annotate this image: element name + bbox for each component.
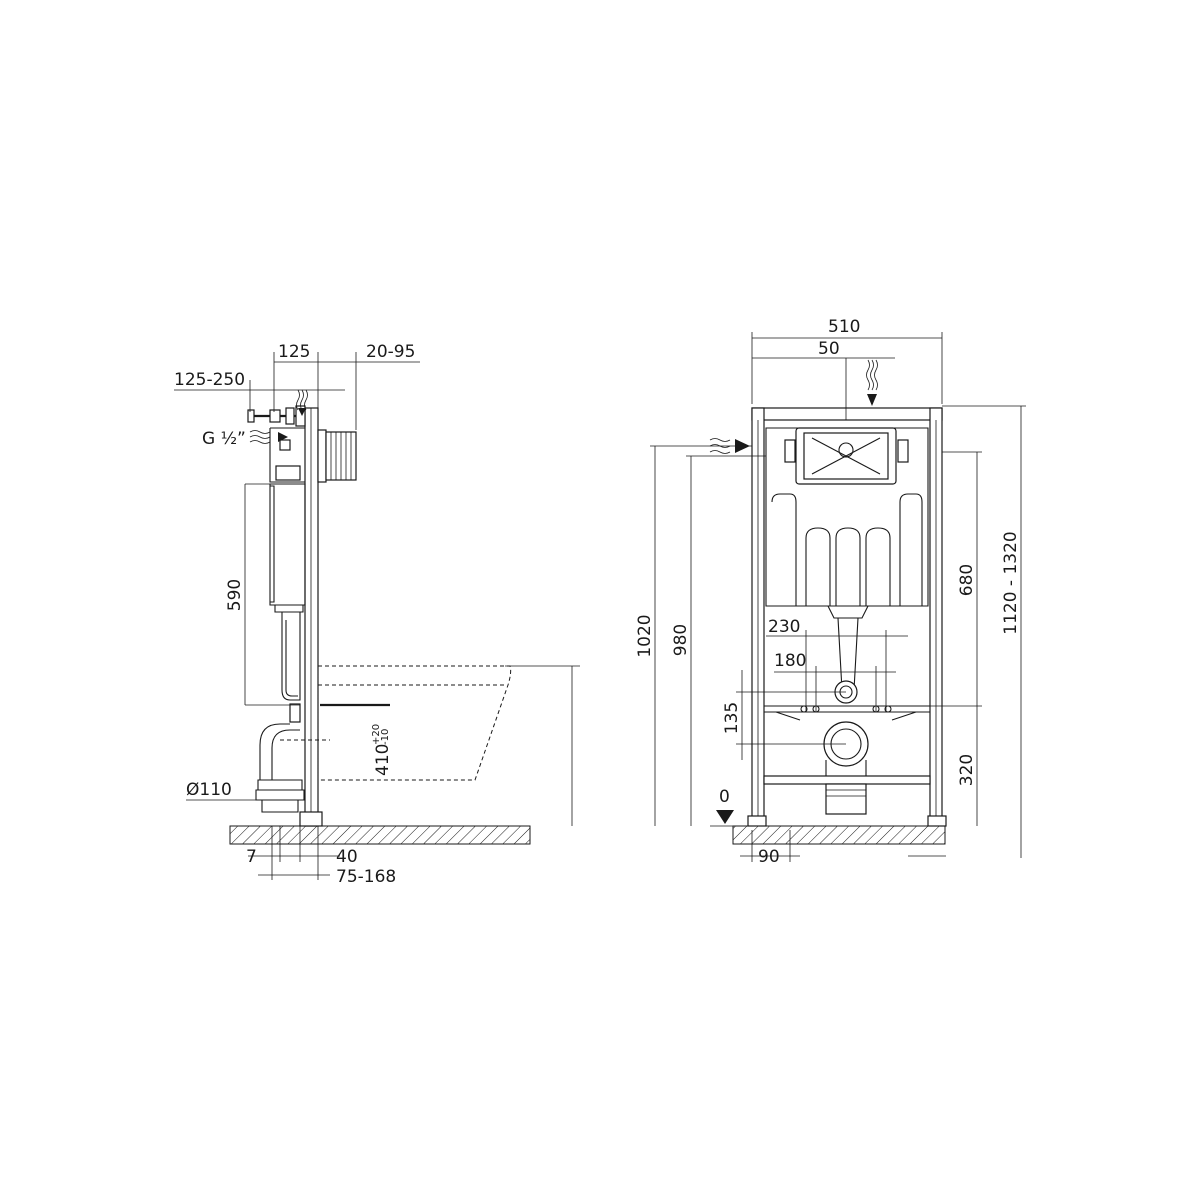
dim-d110-label: Ø110 — [186, 780, 232, 800]
dim-7-label: 7 — [246, 847, 257, 867]
side-view: 125 20-95 125-250 G ½” 590 410 +20 -10 Ø… — [174, 342, 580, 887]
dim-90-label: 90 — [758, 847, 780, 867]
bowl-connection — [764, 680, 930, 815]
dim-75-168-label: 75-168 — [336, 867, 396, 887]
dim-1020-label: 1020 — [635, 614, 655, 657]
dim-590-label: 590 — [225, 579, 245, 611]
cistern-body — [269, 483, 306, 606]
outlet-bend — [255, 703, 330, 813]
front-dimensions — [650, 332, 1026, 862]
dim-510-label: 510 — [828, 317, 860, 337]
dim-40-label: 40 — [336, 847, 358, 867]
front-view: 510 50 1020 980 680 1120 - 1320 230 180 … — [635, 317, 1026, 867]
dim-410-label: 410 +20 -10 — [371, 724, 393, 776]
dim-980-label: 980 — [671, 624, 691, 656]
svg-text:410: 410 — [373, 744, 393, 776]
installation-frame — [747, 407, 947, 827]
dim-1120-1320-label: 1120 - 1320 — [1001, 531, 1021, 634]
svg-text:+20: +20 — [371, 724, 382, 745]
side-floor-hatch — [229, 825, 531, 845]
side-dimensions — [174, 352, 580, 880]
toilet-bowl-outline — [317, 665, 512, 781]
g-half-inch-label: G ½” — [202, 429, 246, 449]
dim-230-label: 230 — [768, 617, 800, 637]
dim-125-label: 125 — [278, 342, 310, 362]
cistern-upper — [269, 427, 305, 483]
flush-housing — [317, 429, 357, 483]
dim-50-label: 50 — [818, 339, 840, 359]
dim-125-250-label: 125-250 — [174, 370, 245, 390]
dim-135-label: 135 — [722, 702, 742, 734]
side-frame-post — [304, 407, 319, 827]
dim-680-label: 680 — [957, 564, 977, 596]
dim-320-label: 320 — [957, 754, 977, 786]
dim-20-95-label: 20-95 — [366, 342, 415, 362]
front-floor-hatch — [732, 825, 946, 845]
water-inlet-valve — [247, 405, 306, 427]
dim-180-label: 180 — [774, 651, 806, 671]
svg-text:-10: -10 — [380, 729, 391, 745]
flush-plate-front — [784, 427, 909, 485]
zero-level-label: 0 — [719, 787, 730, 807]
drain-pipe — [281, 612, 301, 701]
